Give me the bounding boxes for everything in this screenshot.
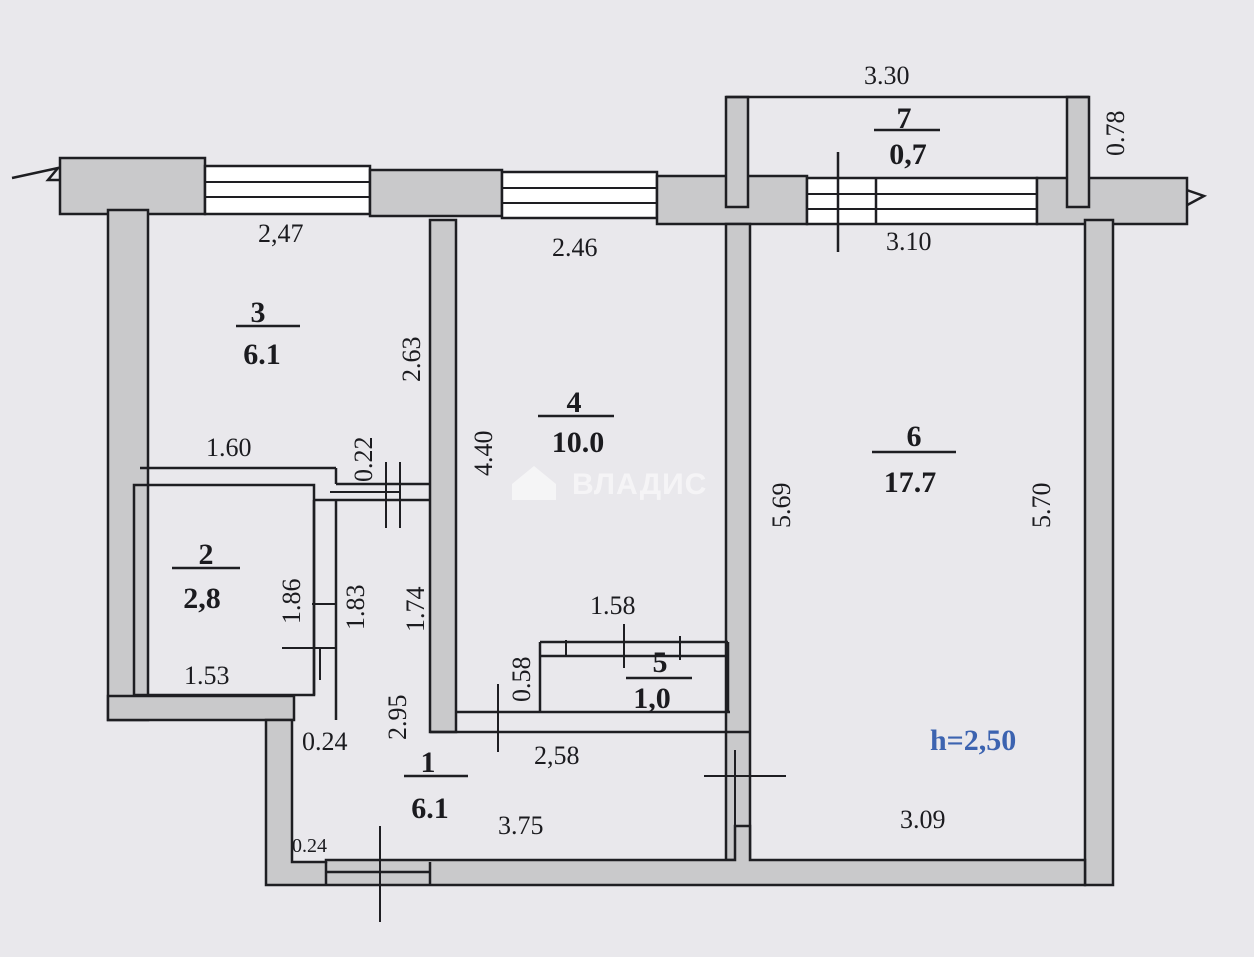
dim-hall-height: 2.95 (383, 695, 412, 741)
room-2-number: 2 (199, 538, 214, 571)
balcony (724, 95, 1091, 209)
room-4-area: 10.0 (552, 426, 605, 459)
room-6-number: 6 (907, 420, 922, 453)
wall-segment (58, 156, 207, 216)
dim-room2-width: 1.53 (184, 661, 230, 690)
house-logo-icon (512, 466, 556, 500)
room-1-area: 6.1 (411, 792, 449, 825)
dim-room3-height: 2.63 (397, 337, 426, 383)
wall-segment (1035, 176, 1189, 226)
wall-segment (368, 168, 504, 218)
dimension-labels: 3.30 0.78 3.10 2,47 2.46 2.63 1.60 0.22 … (184, 61, 1130, 857)
dim-room6-bottom: 3.09 (900, 805, 946, 834)
dim-hall-corner: 0.24 (292, 835, 327, 857)
dim-room5-width: 1.58 (590, 591, 636, 620)
room-6-area: 17.7 (884, 466, 937, 499)
watermark-text: ВЛАДИС (572, 468, 707, 501)
room-5-area: 1,0 (633, 682, 671, 715)
dim-hall-bottom: 3.75 (498, 811, 544, 840)
exterior-wall (11, 152, 1208, 252)
dim-room3-bottom: 1.60 (206, 433, 252, 462)
balcony-door-window (805, 176, 1039, 226)
window-room-3 (203, 164, 372, 216)
dim-hall-offset: 0.24 (302, 727, 348, 756)
room-5-number: 5 (653, 646, 668, 679)
dim-room3-top: 2,47 (258, 219, 304, 248)
walls (106, 208, 1115, 887)
dim-room2-height: 1.86 (277, 579, 306, 625)
dim-corridor-height-b: 1.74 (401, 587, 430, 633)
dim-room5-height: 0.58 (507, 657, 536, 703)
dim-corridor-gap: 0.22 (349, 437, 378, 483)
dim-room4-height: 4.40 (469, 431, 498, 477)
room-1-number: 1 (421, 746, 436, 779)
dim-corridor-height-a: 1.83 (341, 585, 370, 631)
dim-balcony-depth: 0.78 (1101, 111, 1130, 157)
window-room-4 (500, 170, 659, 220)
dim-room4-top: 2.46 (552, 233, 598, 262)
dim-room6-left: 5.69 (767, 483, 796, 529)
dimension-ticks (282, 462, 786, 922)
watermark: ВЛАДИС (512, 466, 707, 501)
dim-balcony-width: 3.30 (864, 61, 910, 90)
dim-hall-top: 2,58 (534, 741, 580, 770)
dim-room6-right: 5.70 (1027, 483, 1056, 529)
room-2-area: 2,8 (183, 582, 221, 615)
room-4-number: 4 (567, 386, 582, 419)
room-7-number: 7 (897, 102, 912, 135)
room-3-area: 6.1 (243, 338, 281, 371)
room-7-area: 0,7 (889, 138, 927, 171)
dim-room6-top: 3.10 (886, 227, 932, 256)
room-labels: 3 6.1 4 10.0 6 17.7 2 2,8 1 6.1 5 1,0 7 … (172, 102, 956, 825)
room-3-number: 3 (251, 296, 266, 329)
ceiling-height-label: h=2,50 (930, 724, 1016, 757)
